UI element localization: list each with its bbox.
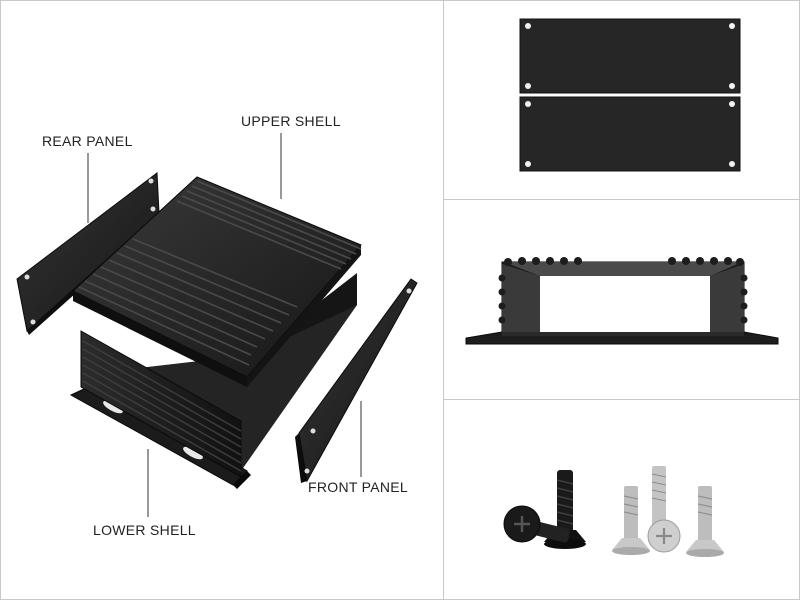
front-panel-label: FRONT PANEL bbox=[308, 479, 409, 495]
exploded-enclosure-illustration bbox=[16, 133, 418, 517]
silver-screw-left bbox=[612, 486, 650, 555]
silver-screw-head bbox=[647, 519, 681, 553]
horizontal-divider-2 bbox=[444, 399, 800, 400]
screws-illustration bbox=[503, 466, 724, 557]
silver-screw-right bbox=[686, 486, 724, 557]
upper-shell bbox=[72, 176, 362, 387]
end-panels-illustration bbox=[519, 18, 741, 172]
exploded-view-panel: REAR PANEL UPPER SHELL FRONT PANEL LOWER… bbox=[1, 1, 443, 599]
rear-panel-label: REAR PANEL bbox=[42, 133, 133, 149]
enclosure-profile-illustration bbox=[465, 257, 779, 345]
panels-view bbox=[444, 1, 799, 199]
vertical-divider bbox=[443, 1, 444, 599]
horizontal-divider-1 bbox=[444, 199, 800, 200]
lower-shell bbox=[69, 273, 357, 489]
black-screw-lying bbox=[503, 505, 570, 543]
black-screw-standing bbox=[544, 470, 586, 549]
front-panel bbox=[295, 278, 418, 483]
lower-shell-label: LOWER SHELL bbox=[93, 522, 196, 538]
profile-view bbox=[444, 200, 799, 399]
upper-shell-label: UPPER SHELL bbox=[241, 113, 341, 129]
screws-view bbox=[444, 400, 799, 599]
silver-screw-tall bbox=[651, 466, 667, 526]
panel-top bbox=[519, 18, 741, 94]
panel-bottom bbox=[519, 96, 741, 172]
